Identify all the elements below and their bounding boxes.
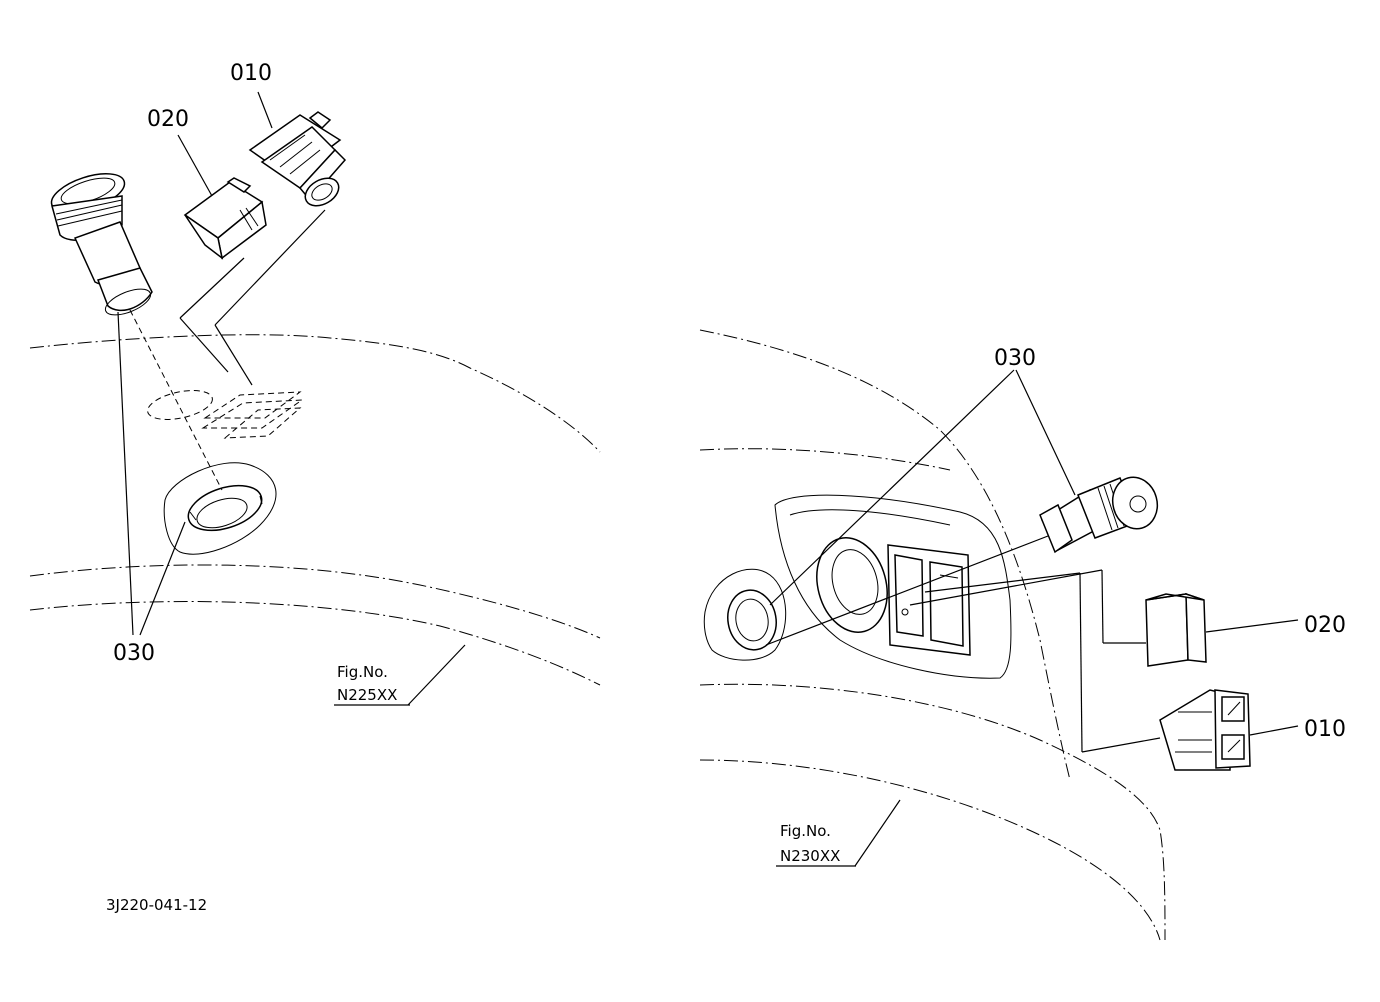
- right-leader-020: [1205, 619, 1299, 633]
- drawing-code: 3J220-041-12: [106, 896, 207, 914]
- right-connector-socket: [765, 535, 1049, 646]
- left-leader-020: [177, 134, 213, 197]
- right-part-030-nut: [703, 568, 787, 661]
- right-panel-top-edge: [699, 329, 1071, 781]
- left-part-030-socket: [50, 173, 153, 316]
- right-leader-030-a: [769, 369, 1015, 606]
- right-switch-housing: [887, 544, 971, 656]
- right-panel-lower-2: [699, 759, 1161, 941]
- right-part-020-cap: [1145, 592, 1207, 667]
- left-part-030-nut: [163, 462, 277, 555]
- right-connector-020-b: [1101, 569, 1104, 644]
- left-switch-hole-3: [223, 407, 302, 439]
- left-switch-hole-1: [203, 391, 302, 419]
- left-socket-centerline: [129, 309, 223, 491]
- right-part-010-switch: [1159, 689, 1251, 771]
- right-connector-010-b: [1079, 572, 1083, 753]
- left-leader-030-b: [139, 521, 186, 636]
- left-fig-caption: Fig.No.: [337, 663, 388, 681]
- right-panel-inner-edge: [699, 448, 951, 471]
- left-connector-020-b: [179, 317, 229, 373]
- left-fig-number: N225XX: [337, 686, 397, 704]
- left-callout-020: 020: [147, 107, 189, 132]
- left-switch-hole-2: [201, 399, 304, 429]
- right-fig-leader: [854, 799, 901, 867]
- left-callout-030: 030: [113, 641, 155, 666]
- right-connector-010-c: [1081, 737, 1161, 753]
- left-socket-hole: [147, 390, 213, 420]
- right-callout-010: 010: [1304, 717, 1346, 742]
- left-connector-010: [214, 209, 326, 326]
- left-fig-leader: [407, 644, 466, 706]
- right-part-030-socket: [1039, 476, 1159, 554]
- right-callout-020: 020: [1304, 613, 1346, 638]
- left-part-020-cap: [183, 177, 267, 260]
- left-connector-010-b: [214, 324, 253, 386]
- right-connector-020-a: [909, 569, 1103, 606]
- right-leader-030-b: [1015, 369, 1076, 496]
- left-connector-020: [179, 257, 245, 319]
- left-part-010-switch: [248, 111, 347, 207]
- right-fig-number: N230XX: [780, 847, 840, 865]
- right-panel-lower-1: [699, 683, 1166, 941]
- right-callout-030: 030: [994, 346, 1036, 371]
- left-callout-010: 010: [230, 61, 272, 86]
- left-panel-lower-edge-1: [29, 564, 601, 639]
- left-figure: 010 020 030 Fig.No. N225XX: [29, 61, 601, 706]
- right-leader-010: [1249, 725, 1299, 736]
- left-panel-top-edge: [29, 334, 601, 453]
- right-figure: 030 020 010 Fig.No. N230XX: [699, 329, 1346, 941]
- right-fig-caption: Fig.No.: [780, 822, 831, 840]
- left-leader-030-a: [117, 311, 134, 636]
- right-connector-010-a: [924, 572, 1081, 593]
- left-leader-010: [257, 91, 273, 129]
- left-panel-lower-edge-2: [29, 601, 601, 686]
